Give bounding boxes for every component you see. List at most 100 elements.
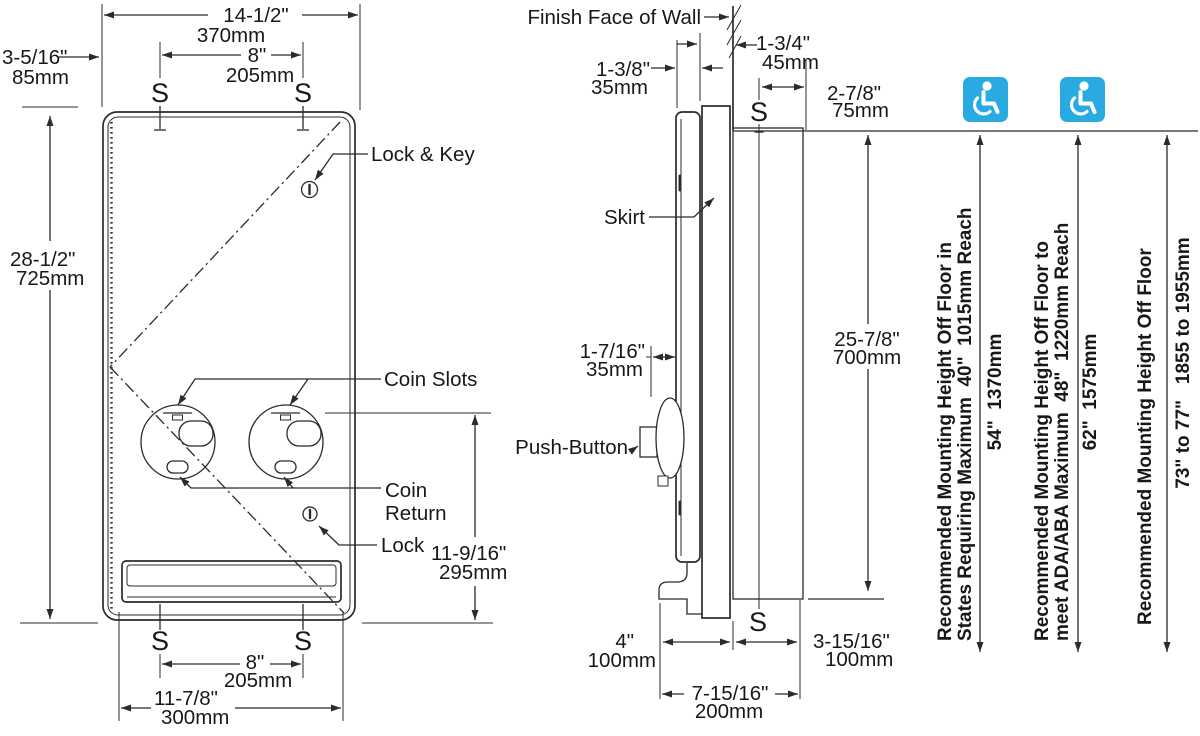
dim-door-projection: 1-3/8" 35mm [591, 33, 723, 108]
coin-slot-notch [172, 414, 183, 421]
coin-slot-notch [280, 414, 291, 421]
door-swing-line-lower [109, 366, 345, 614]
dim-stud-top-mm: 205mm [226, 64, 294, 87]
bottom-tray-profile [658, 563, 702, 615]
dim-lower-section: 11-9/16" 295mm [325, 412, 507, 624]
note-1-value: 54" 1370mm [985, 334, 1006, 451]
dim-d2-in: 1-3/4" [756, 32, 810, 55]
dim-front-width: 14-1/2" 370mm [101, 4, 361, 110]
dim-d1-in: 1-3/8" [596, 58, 650, 81]
skirt-profile [701, 105, 731, 619]
note-2-line1: Recommended Mounting Height Off Floor to [1032, 241, 1053, 641]
dispensing-tray [121, 560, 342, 603]
coin-slots-leader-branch [289, 378, 309, 406]
coin-window [286, 420, 322, 447]
dim-d7-in: 7-15/16" [692, 682, 769, 705]
push-button-leader [627, 445, 639, 455]
door-swing-line-upper [109, 121, 341, 368]
lock-key-label: Lock & Key [371, 143, 475, 166]
dim-d4-in: 25-7/8" [834, 328, 899, 351]
dim-front-width-in: 14-1/2" [223, 4, 288, 27]
dim-recess-height: 25-7/8" 700mm [833, 135, 901, 591]
coin-slots-label: Coin Slots [384, 368, 477, 391]
wall-hatching [726, 4, 742, 59]
coin-return-label-line1: Coin [385, 479, 427, 502]
stud-marker: S [151, 78, 169, 108]
dim-skirt-projection: 1-3/4" 45mm [677, 32, 819, 74]
coin-return-label-line2: Return [385, 502, 447, 525]
lock-label: Lock [381, 534, 425, 557]
lock-key-leader-line [314, 153, 368, 181]
note-3-value: 73" to 77" 1855 to 1955mm [1173, 237, 1194, 488]
accessibility-icon [1060, 77, 1105, 122]
accessibility-icon [963, 77, 1008, 122]
dim-button-projection: 1-7/16" 35mm [580, 340, 675, 397]
coin-return-opening [274, 460, 297, 474]
note-1-line2: States Requiring Maximum 40" 1015mm Reac… [955, 207, 976, 641]
door-profile [675, 111, 701, 563]
push-button-nub [657, 475, 669, 487]
dim-bottom-depths: 4" 100mm 3-15/16" 100mm 7-15/16" 200mm [588, 600, 893, 723]
dim-d8-in: 3-15/16" [813, 630, 890, 653]
lock-cylinder [302, 506, 318, 522]
dim-stud-spacing-bottom: 8" 205mm [159, 651, 304, 692]
dim-base-in: 11-7/8" [154, 687, 218, 710]
side-view: Finish Face of Wall S S Skirt Push-Butto… [515, 4, 1198, 723]
lock-leader-line [318, 525, 377, 546]
stud-marker: S [750, 97, 768, 127]
stud-marker: S [294, 78, 312, 108]
dim-d1-mm: 35mm [591, 76, 648, 99]
coin-return-leader-branch [283, 476, 294, 489]
note-1-line1: Recommended Mounting Height Off Floor in [935, 242, 956, 641]
front-view: Lock & Key Coin Slots Coin Return Lock [2, 4, 507, 729]
dim-front-width-mm: 370mm [197, 24, 265, 47]
dim-d2-mm: 45mm [762, 51, 819, 74]
coin-window [178, 420, 214, 447]
dim-d4-mm: 700mm [833, 346, 901, 369]
push-button-label: Push-Button [515, 436, 628, 459]
dim-side-offset: 3-5/16" 85mm [2, 46, 99, 89]
note-3-line1: Recommended Mounting Height Off Floor [1135, 248, 1156, 625]
dim-offset-mm: 85mm [12, 66, 69, 89]
stud-marker: S [294, 626, 312, 656]
dim-height-in: 28-1/2" [10, 248, 75, 271]
dim-height-mm: 725mm [16, 267, 84, 290]
dim-offset-in: 3-5/16" [2, 46, 67, 69]
coin-slots-leader-line [177, 378, 381, 406]
dim-lower-mm: 295mm [439, 561, 507, 584]
dim-front-height: 28-1/2" 725mm [10, 106, 98, 624]
dim-d5-in: 1-7/16" [580, 340, 645, 363]
dim-stud-to-back: 2-7/8" 75mm [762, 60, 889, 130]
dispensing-tray-slot [126, 564, 337, 587]
coin-mechanism-right [248, 404, 324, 480]
dim-d7-mm: 200mm [695, 700, 763, 723]
dim-stud-spacing-top: 8" 205mm [159, 42, 304, 87]
mounting-height-notes: Recommended Mounting Height Off Floor in… [935, 77, 1194, 652]
dim-base-mm: 300mm [161, 706, 229, 729]
push-button-knob [655, 397, 685, 479]
lock-and-key-cylinder [300, 180, 319, 199]
dim-d6-mm: 100mm [588, 649, 656, 672]
dim-stud-top-in: 8" [248, 44, 267, 67]
front-cabinet-inner-line [107, 116, 351, 616]
stud-marker: S [151, 626, 169, 656]
dim-base-width: 11-7/8" 300mm [118, 612, 344, 729]
dim-d8-mm: 100mm [825, 648, 893, 671]
skirt-leader-line [649, 197, 715, 218]
coin-return-opening [166, 460, 189, 474]
coin-mechanism-left [140, 404, 216, 480]
dim-lower-in: 11-9/16" [431, 542, 506, 565]
dim-d5-mm: 35mm [586, 358, 643, 381]
recessed-cabinet-box [732, 127, 804, 600]
note-2-line2: meet ADA/ABA Maximum 48" 1220mm Reach [1052, 223, 1073, 641]
dim-d3-in: 2-7/8" [827, 82, 881, 105]
dim-stud-bot-mm: 205mm [224, 669, 292, 692]
finish-face-of-wall-label: Finish Face of Wall [527, 6, 701, 29]
dim-d6-in: 4" [615, 630, 634, 653]
note-2-value: 62" 1575mm [1080, 334, 1101, 451]
front-cabinet-outline [102, 111, 356, 621]
stud-marker: S [749, 607, 767, 637]
dim-stud-bot-in: 8" [246, 651, 265, 674]
